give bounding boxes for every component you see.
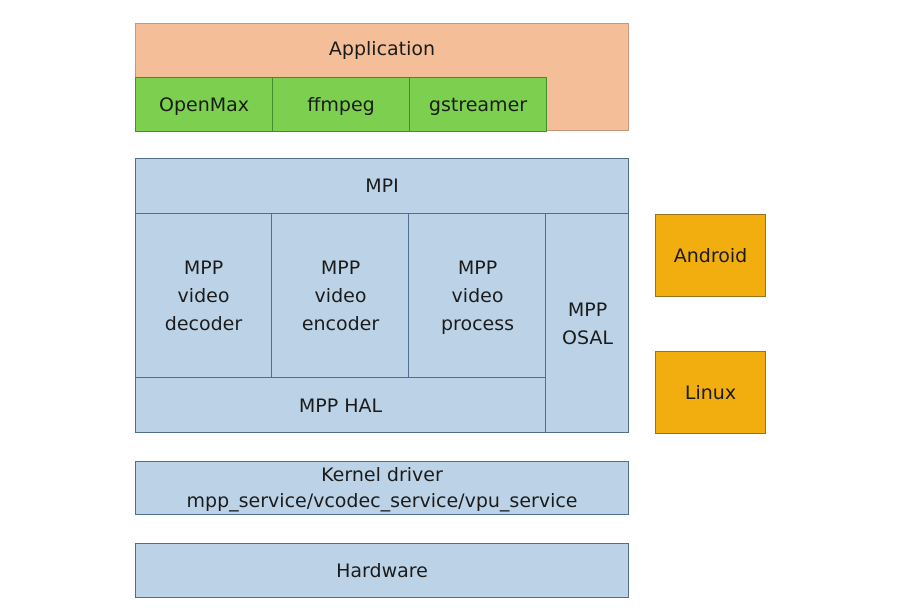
hardware-label: Hardware (336, 559, 428, 582)
encoder-line-1: MPP (320, 257, 361, 279)
osal-line-1: MPP (567, 298, 608, 321)
kernel-title: Kernel driver (321, 464, 443, 486)
mpi-block: MPI (135, 158, 629, 214)
openmax-block: OpenMax (135, 77, 273, 132)
process-line-2: video (451, 285, 504, 307)
mpp-video-encoder-block: MPP video encoder (272, 214, 409, 378)
mpp-video-decoder-block: MPP video decoder (135, 214, 272, 378)
decoder-line-2: video (177, 285, 230, 307)
mpp-video-process-block: MPP video process (409, 214, 546, 378)
mpp-osal-block: MPP OSAL (546, 214, 629, 433)
mpi-label: MPI (365, 175, 399, 197)
process-line-1: MPP (457, 257, 498, 279)
ffmpeg-block: ffmpeg (272, 77, 410, 132)
hardware-layer: Hardware (135, 543, 629, 598)
android-label: Android (673, 244, 748, 267)
kernel-services: mpp_service/vcodec_service/vpu_service (186, 490, 578, 512)
ffmpeg-label: ffmpeg (307, 93, 375, 116)
encoder-line-2: video (314, 285, 367, 307)
decoder-line-3: decoder (164, 313, 243, 335)
gstreamer-label: gstreamer (428, 93, 528, 116)
mpi-divider (135, 213, 629, 214)
mpp-layer (135, 158, 629, 433)
hal-label: MPP HAL (298, 394, 383, 417)
linux-block: Linux (655, 351, 766, 434)
process-line-3: process (440, 313, 514, 335)
decoder-encoder-divider (271, 213, 272, 378)
hal-divider (135, 377, 546, 378)
kernel-driver-layer: Kernel driver mpp_service/vcodec_service… (135, 461, 629, 515)
process-osal-divider (545, 213, 546, 433)
application-label: Application (328, 38, 436, 60)
gstreamer-block: gstreamer (409, 77, 547, 132)
osal-line-2: OSAL (562, 326, 613, 349)
android-block: Android (655, 214, 766, 297)
openmax-label: OpenMax (158, 93, 250, 116)
linux-label: Linux (684, 381, 737, 404)
encoder-process-divider (408, 213, 409, 378)
decoder-line-1: MPP (183, 257, 224, 279)
mpp-hal-block: MPP HAL (135, 378, 546, 433)
encoder-line-3: encoder (301, 313, 380, 335)
